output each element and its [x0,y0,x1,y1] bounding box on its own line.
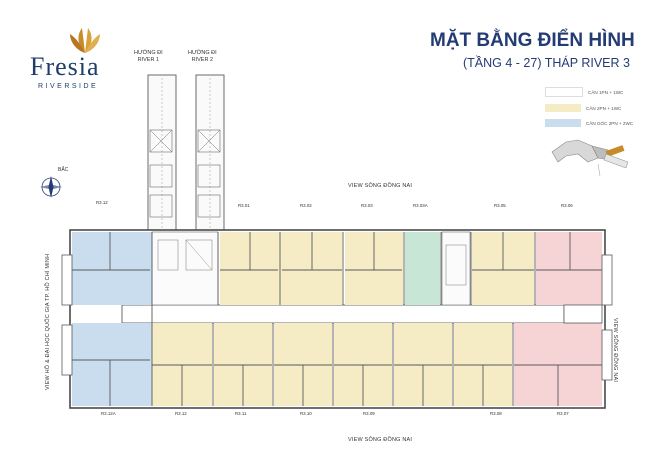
unit-r3-12a [72,323,152,406]
legend-label: CĂN 1PN + 1WC [588,89,624,95]
legend-item-2pn: CĂN 2PN + 1WC [545,104,633,112]
unit-code-bottom: R3.09 [363,411,375,416]
unit-code-top: R3.06 [561,203,573,208]
unit-code-top: R3.03A [413,203,428,208]
unit-code-top: R3.12 [96,200,108,205]
direction-river1-text: HƯỚNG ĐI RIVER 1 [134,50,163,63]
view-label-top: VIEW SÔNG ĐỒNG NAI [348,183,413,189]
unit-code-bottom: R3.07 [557,411,569,416]
direction-river2: HƯỚNG ĐI RIVER 2 [188,50,217,64]
page-title: MẶT BẰNG ĐIỂN HÌNH [430,30,635,51]
north-compass-icon [40,176,62,198]
brand-subtitle: RIVERSIDE [38,83,99,90]
legend-swatch [545,87,583,97]
corridor-connector [147,74,225,236]
unit-code-bottom: R3.12 [175,411,187,416]
compass-label: BẮC [58,167,69,173]
top-units [72,232,602,305]
partition-walls [72,232,602,406]
unit-code-top: R3.02 [300,203,312,208]
unit-code-bottom: R3.08 [490,411,502,416]
key-plan-map [551,139,629,177]
legend-item-corner: CĂN GÓC 2PN + 2WC [545,119,633,127]
unit-r3-03a [405,232,440,305]
legend: CĂN 1PN + 1WC CĂN 2PN + 1WC CĂN GÓC 2PN … [545,87,633,127]
unit-r3-12-top [72,232,152,305]
unit-r3-06 [536,232,602,305]
legend-item-1pn: CĂN 1PN + 1WC [545,87,633,97]
balconies [61,254,613,381]
direction-river1: HƯỚNG ĐI RIVER 1 [134,50,163,64]
unit-code-bottom: R3.10 [300,411,312,416]
legend-swatch [545,119,581,127]
unit-code-top: R3.03 [361,203,373,208]
brand-name: Fresia [30,52,100,81]
unit-code-bottom: R3.11 [235,411,247,416]
core-area [151,231,471,306]
direction-river2-text: HƯỚNG ĐI RIVER 2 [188,50,217,63]
unit-code-top: R3.01 [238,203,250,208]
page-subtitle: (TẦNG 4 - 27) THÁP RIVER 3 [463,56,630,70]
legend-label: CĂN 2PN + 1WC [586,105,622,111]
view-label-bottom: VIEW SÔNG ĐỒNG NAI [348,437,413,443]
legend-swatch [545,104,581,112]
flower-logo-icon [70,28,100,53]
bottom-units [72,323,602,406]
legend-label: CĂN GÓC 2PN + 2WC [586,120,634,126]
unit-code-bottom: R3.12A [101,411,116,416]
unit-code-top: R3.05 [494,203,506,208]
